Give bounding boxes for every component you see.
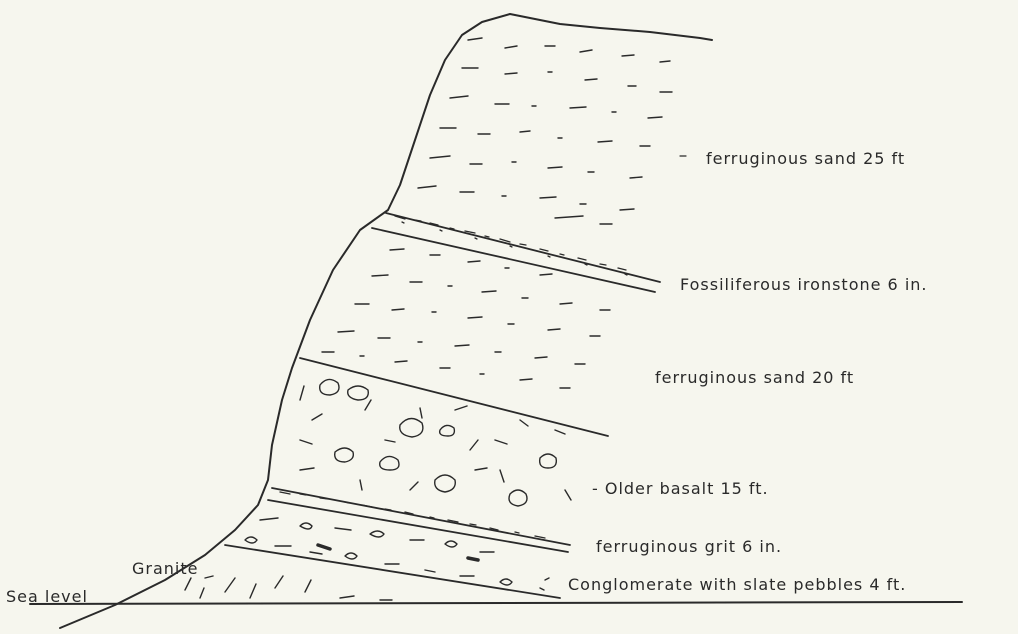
label-sea-level: Sea level [6,587,88,606]
conglomerate-top-boundary [225,545,560,598]
granite-texture [185,576,392,600]
conglomerate-texture [245,518,549,590]
label-granite: Granite [132,559,198,578]
upper-sand-texture [418,38,672,224]
label-conglomerate: Conglomerate with slate pebbles 4 ft. [568,575,906,594]
basalt-base-boundary [272,488,570,545]
label-ferruginous-grit: ferruginous grit 6 in. [596,537,782,556]
label-fossiliferous-ironstone: Fossiliferous ironstone 6 in. [680,275,928,294]
lower-sand-texture [322,249,610,388]
label-older-basalt: - Older basalt 15 ft. [592,479,769,498]
grit-base-boundary [268,500,568,552]
label-ferruginous-sand-upper: ferruginous sand 25 ft [706,149,905,168]
label-ferruginous-sand-lower: ferruginous sand 20 ft [655,368,854,387]
ironstone-top-boundary [386,213,660,282]
basalt-texture [300,379,571,506]
sea-level-line [30,602,962,604]
cliff-profile [60,14,712,628]
sand-basalt-boundary [300,358,608,436]
